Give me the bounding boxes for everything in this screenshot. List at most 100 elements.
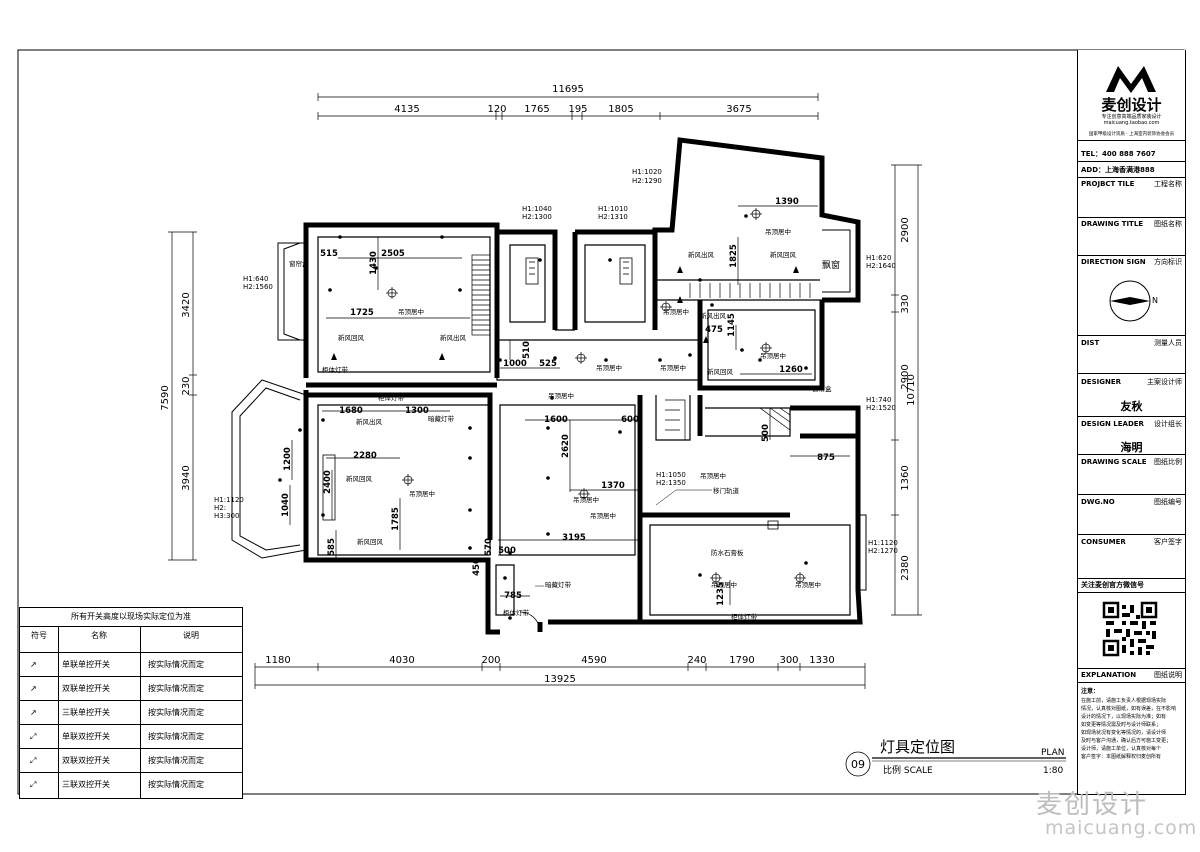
legend-col-name: 名称 (91, 631, 107, 640)
wh-18: H1:1120 (868, 539, 898, 547)
downlight-icon (698, 278, 702, 282)
dim-int-1600: 1600 (544, 415, 568, 425)
dim-int-2280: 2280 (353, 451, 377, 461)
dim-int-1260: 1260 (779, 365, 803, 375)
bath-fixtures (322, 257, 779, 633)
dim-bottom-7: 300 (779, 655, 798, 666)
label-xinfeng-hui-4: 新风回风 (357, 537, 384, 546)
plan-label: PLAN (1041, 748, 1065, 758)
dim-top-3: 1765 (524, 104, 549, 115)
downlight-icon (608, 258, 612, 262)
legend-row: ⤢ 三联双控开关 按实际情况而定 (20, 772, 242, 798)
downlight-icon (550, 396, 554, 400)
wh-8: H2:1640 (866, 262, 896, 270)
downlight-icon (740, 348, 744, 352)
wh-5: H1:1010 (598, 205, 628, 213)
label-xinfeng-chu-2: 新风出风 (688, 250, 715, 259)
label-guiti-2: 柜体灯带 (378, 393, 405, 402)
dim-bottom-overall: 13925 (544, 674, 576, 685)
vent-icon (677, 266, 683, 273)
dim-int-1145: 1145 (727, 313, 737, 337)
dim-int-1430: 1430 (369, 251, 379, 275)
wh-4: H2:1300 (522, 213, 552, 221)
wh-14: H2:1350 (656, 479, 686, 487)
label-diaoding-12: 吊顶居中 (700, 471, 726, 480)
label-diaoding-13: 吊顶居中 (548, 391, 574, 400)
downlight-icon (604, 358, 608, 362)
downlight-icon (278, 478, 282, 482)
window-height-labels: H1:1020 H2:1290 H1:1040 H2:1300 H1:1010 … (214, 168, 898, 555)
downlight-icon (658, 358, 662, 362)
wh-13: H1:1050 (656, 471, 686, 479)
downlight-icon (553, 356, 557, 360)
downlight-icon (546, 426, 550, 430)
dim-bottom-3: 200 (481, 655, 500, 666)
dim-int-570: 570 (484, 538, 494, 556)
dim-int-515: 515 (320, 249, 338, 259)
label-diaoding-10: 吊顶居中 (711, 580, 737, 589)
wh-17: H3:300 (214, 512, 239, 520)
downlight-icon (698, 573, 702, 577)
label-chuanglianhe-1: 窗帘盒 (289, 259, 309, 268)
dim-int-600: 600 (621, 415, 639, 425)
staircase (471, 254, 811, 440)
bay-window-left-lower (231, 379, 307, 559)
label-xinfeng-hui-1: 新风回风 (338, 333, 365, 342)
plan-scale: 1:80 (1043, 766, 1063, 776)
label-xinfeng-hui-3: 新风回风 (707, 367, 734, 376)
downlight-icon (468, 456, 472, 460)
dim-bottom-1: 1180 (265, 655, 290, 666)
interior-dimension-text: 2505 1430 515 1725 510 1000 525 1390 182… (281, 197, 835, 606)
label-diaoding-2: 吊顶居中 (663, 307, 689, 316)
switch-triple-dual-icon: ⤢ (30, 780, 37, 789)
add-row: ADD：上海香满港888 (1078, 162, 1185, 178)
downlight-icon (638, 528, 642, 532)
vent-icon (439, 353, 445, 360)
wh-6: H2:1310 (598, 213, 628, 221)
label-diaoding-8: 吊顶居中 (573, 495, 599, 504)
dim-right-1: 2900 (900, 217, 911, 242)
dim-int-2620: 2620 (561, 434, 571, 458)
dim-top-1: 4135 (394, 104, 419, 115)
label-chuanglianhe-2: 窗帘盒 (812, 384, 832, 393)
logo-sub2: maicuang.taobao.com (1103, 120, 1160, 126)
switch-single-dual-icon: ⤢ (30, 732, 37, 741)
dim-int-525: 525 (539, 359, 557, 369)
label-diaoding-7: 吊顶居中 (409, 489, 435, 498)
plan-number-circle (845, 751, 871, 777)
vent-icon (677, 296, 683, 303)
label-diaoding-9: 吊顶居中 (590, 511, 616, 520)
downlight-icon (498, 358, 502, 362)
downlight-icon (298, 428, 302, 432)
logo-text: 麦创设计 (1101, 96, 1162, 114)
dim-int-2505: 2505 (381, 249, 405, 259)
downlight-icon (804, 561, 808, 565)
wh-12: H2:1520 (866, 404, 896, 412)
dim-int-1825: 1825 (729, 244, 739, 268)
downlight-icon (338, 235, 342, 239)
legend-row: ⤢ 单联双控开关 按实际情况而定 (20, 724, 242, 749)
wh-1: H1:1020 (632, 168, 662, 176)
dim-bottom-4: 4590 (581, 655, 606, 666)
label-diaoding-6: 吊顶居中 (660, 363, 686, 372)
dim-int-510: 510 (522, 341, 532, 359)
switch-legend: 所有开关高度以现场实际定位为准 符号 名称 说明 ↗ 单联单控开关 按实际情况而… (19, 607, 243, 799)
follow-row: 关注麦创官方微信号 (1078, 579, 1185, 593)
downlight-icon (374, 266, 378, 270)
downlight-icon (503, 576, 507, 580)
downlight-icon (546, 476, 550, 480)
downlight-icon (618, 430, 622, 434)
dim-int-1040: 1040 (281, 493, 291, 517)
wh-11: H1:740 (866, 396, 891, 404)
label-guiti-1: 柜体灯带 (322, 365, 349, 374)
dim-left-2: 230 (181, 376, 192, 395)
walls (303, 137, 863, 635)
legend-col-symbol: 符号 (31, 631, 47, 640)
label-diaoding-11: 吊顶居中 (795, 580, 821, 589)
downlight-icon (546, 532, 550, 536)
dim-top-5: 1805 (608, 104, 633, 115)
